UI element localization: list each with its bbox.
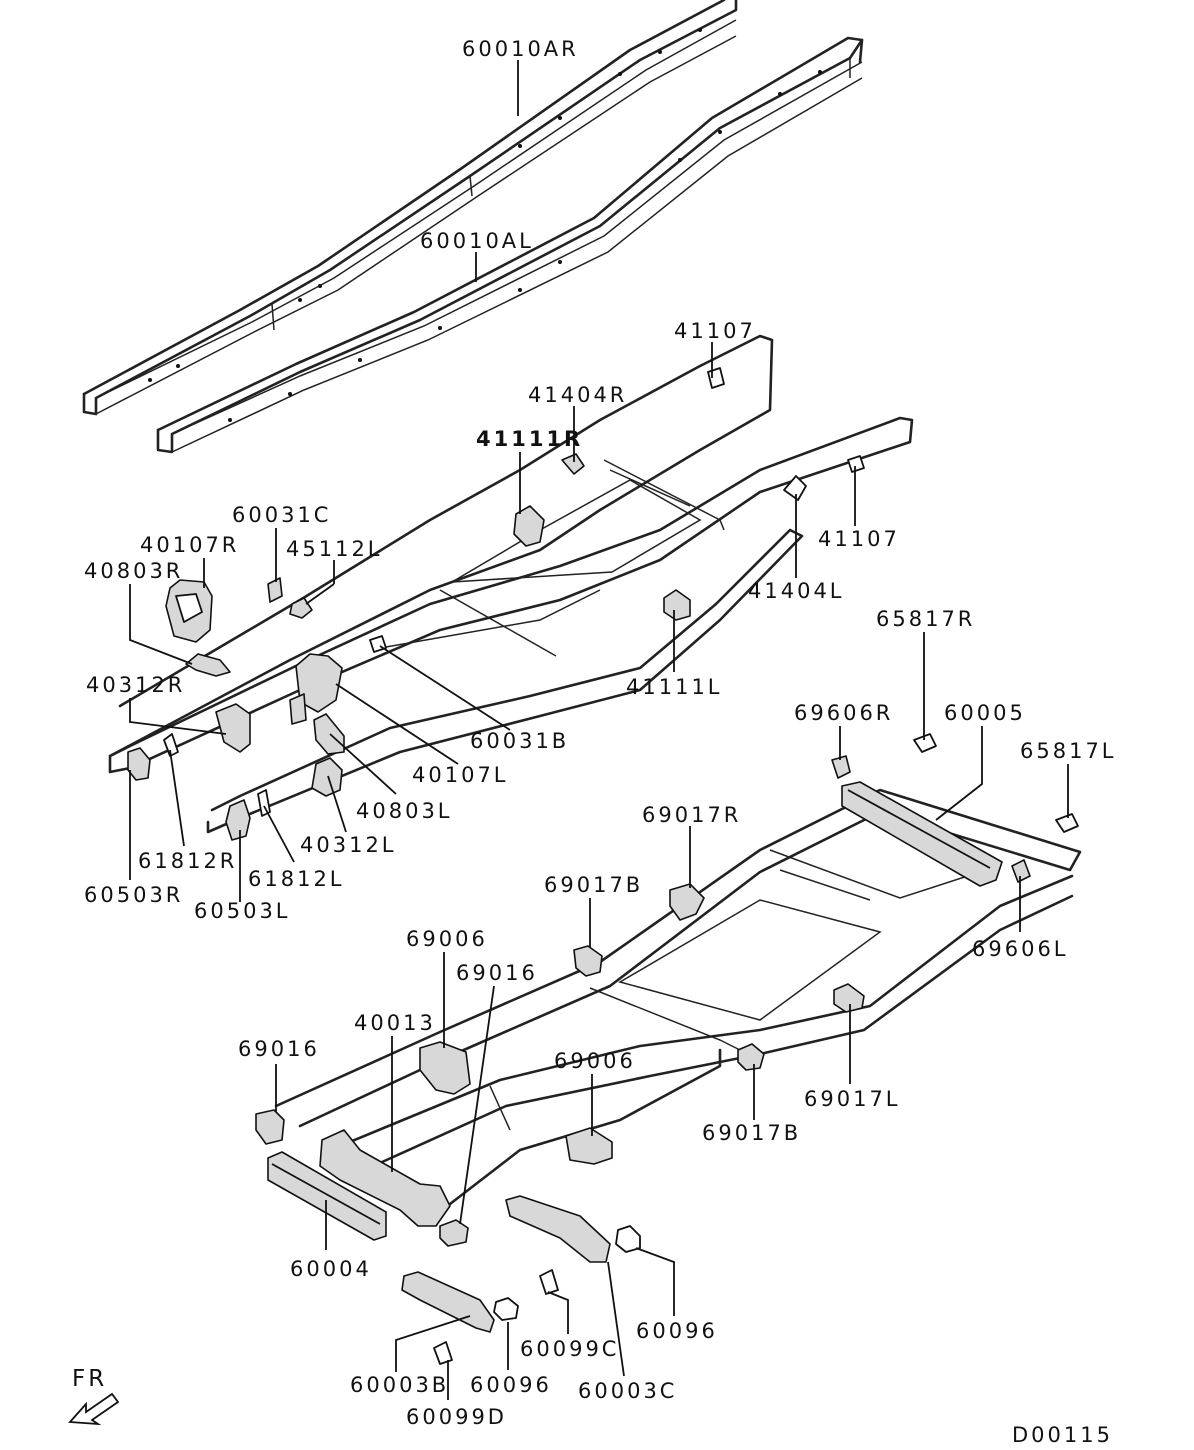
- lower-frame-brackets: [255, 733, 1079, 1365]
- callout-40013: 40013: [354, 1011, 436, 1035]
- side-rail-left: [156, 36, 864, 454]
- callout-69016-left: 69016: [238, 1037, 320, 1061]
- callout-60003B: 60003B: [350, 1373, 449, 1397]
- callout-65817L: 65817L: [1020, 739, 1117, 763]
- callout-65817R: 65817R: [876, 607, 975, 631]
- callout-61812R: 61812R: [138, 849, 237, 873]
- frame-assembly-lower: [274, 788, 1082, 1206]
- callout-60099D: 60099D: [406, 1405, 507, 1429]
- callout-40312L: 40312L: [300, 833, 397, 857]
- callout-60005: 60005: [944, 701, 1026, 725]
- callout-40107L: 40107L: [412, 763, 509, 787]
- callout-60099C: 60099C: [520, 1337, 619, 1361]
- callout-41111R: 41111R: [476, 427, 583, 451]
- callout-60010AR: 60010AR: [462, 37, 579, 61]
- callout-60031C: 60031C: [232, 503, 331, 527]
- side-rail-right: [82, 0, 738, 416]
- callout-41404L: 41404L: [748, 579, 845, 603]
- callout-40312R: 40312R: [86, 673, 185, 697]
- callout-40107R: 40107R: [140, 533, 239, 557]
- callout-69017R: 69017R: [642, 803, 741, 827]
- leader-lines: [129, 60, 1069, 1400]
- callout-labels: 60010AR 60010AL 41107 41404R 41111R 4110…: [84, 37, 1117, 1429]
- callout-69006-right: 69006: [554, 1049, 636, 1073]
- frame-assembly-upper: [108, 334, 914, 834]
- callout-61812L: 61812L: [248, 867, 345, 891]
- callout-41107-lower: 41107: [818, 527, 900, 551]
- drawing-number: D00115: [1012, 1423, 1113, 1447]
- callout-60096-left: 60096: [470, 1373, 552, 1397]
- callout-41111L: 41111L: [626, 675, 723, 699]
- callout-69017B-upper: 69017B: [544, 873, 643, 897]
- callout-41107-upper: 41107: [674, 319, 756, 343]
- callout-60010AL: 60010AL: [420, 229, 534, 253]
- crossmember-60005: [841, 781, 1003, 887]
- callout-69006-left: 69006: [406, 927, 488, 951]
- callout-40803L: 40803L: [356, 799, 453, 823]
- callout-40803R: 40803R: [84, 559, 183, 583]
- callout-60096-right: 60096: [636, 1319, 718, 1343]
- front-direction-indicator: FR: [68, 1366, 120, 1426]
- crossmember-60004: [267, 1151, 387, 1241]
- callout-69606L: 69606L: [972, 937, 1069, 961]
- callout-60004: 60004: [290, 1257, 372, 1281]
- front-label: FR: [72, 1366, 107, 1392]
- callout-69017L: 69017L: [804, 1087, 901, 1111]
- callout-41404R: 41404R: [528, 383, 627, 407]
- callout-69016-right: 69016: [456, 961, 538, 985]
- callout-60031B: 60031B: [470, 729, 569, 753]
- callout-45112L: 45112L: [286, 537, 383, 561]
- callout-69017B-lower: 69017B: [702, 1121, 801, 1145]
- callout-60503L: 60503L: [194, 899, 291, 923]
- callout-60503R: 60503R: [84, 883, 183, 907]
- front-arrow-icon: [68, 1392, 120, 1426]
- callout-60003C: 60003C: [578, 1379, 677, 1403]
- callout-69606R: 69606R: [794, 701, 893, 725]
